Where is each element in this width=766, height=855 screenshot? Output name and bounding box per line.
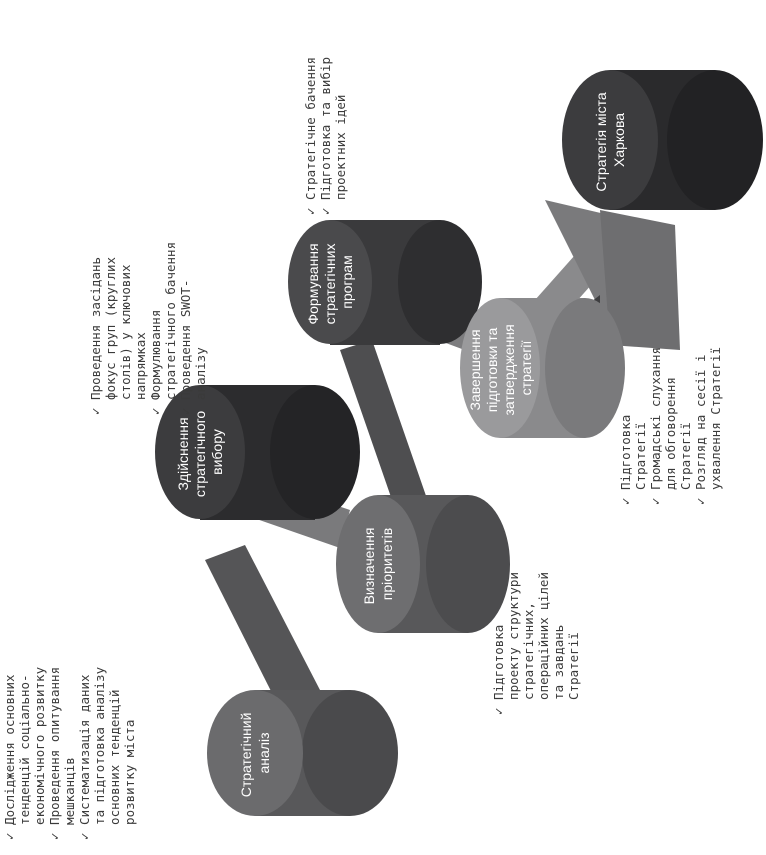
- cylinder-face: [336, 495, 420, 633]
- note-line: мешканців: [62, 757, 77, 840]
- stage-strategic-analysis: Стратегічний аналіз: [207, 690, 398, 816]
- stage-label-line: пріоритетів: [379, 528, 395, 600]
- note-line: ✓ Дослідження основних: [2, 674, 17, 840]
- stage-label-line: Визначення: [361, 527, 377, 604]
- note-line: стратегічного бачення: [163, 242, 178, 415]
- note-line: аналізу: [193, 347, 208, 415]
- note-line: ухвалення Стратегії: [708, 347, 723, 505]
- stage-label: Формування стратегічних програм: [305, 240, 355, 325]
- notes-completion: ✓ Підготовка Стратегії ✓ Громадські слух…: [618, 339, 723, 505]
- note-line: ✓ Проведення SWOT-: [178, 280, 193, 415]
- note-line: ✓ Підготовка та вибір: [318, 57, 333, 215]
- stage-label: Завершення підготовки та затвердження ст…: [467, 320, 534, 415]
- note-line: для обговорення: [663, 377, 678, 505]
- stage-completion: Завершення підготовки та затвердження ст…: [460, 298, 625, 438]
- note-line: стратегічних,: [521, 602, 536, 715]
- note-line: Стратегії: [566, 632, 581, 715]
- note-line: тенденцій соціально-: [17, 674, 32, 840]
- note-line: ✓ Проведення засідань: [88, 257, 103, 415]
- stage-label-line: вибору: [209, 429, 225, 475]
- notes-analysis: ✓ Дослідження основних тенденцій соціаль…: [2, 659, 137, 840]
- cylinder-face: [155, 385, 245, 519]
- stage-label-line: стратегічних: [322, 244, 338, 325]
- stage-label-line: підготовки та: [484, 327, 500, 412]
- note-line: ✓ Систематизація даних: [77, 674, 92, 840]
- note-line: напрямках: [133, 332, 148, 415]
- cylinder-back: [302, 690, 398, 816]
- note-line: операційних цілей: [536, 572, 551, 715]
- note-line: ✓ Формулювання: [148, 310, 163, 415]
- cylinder-face: [207, 690, 303, 816]
- stage-label: Визначення пріоритетів: [361, 524, 395, 605]
- cylinder-back: [426, 495, 510, 633]
- stage-label-line: затвердження: [501, 324, 517, 415]
- cylinder-back: [667, 70, 763, 210]
- cylinder-back: [545, 298, 625, 438]
- stage-label-line: Завершення: [467, 329, 483, 410]
- note-line: фокус груп (круглих: [103, 256, 118, 415]
- stage-programs: Формування стратегічних програм: [288, 220, 482, 345]
- note-line: та підготовка аналізу: [92, 666, 107, 840]
- stage-label-line: Харкова: [611, 113, 627, 167]
- note-line: ✓ Розгляд на сесії і: [693, 354, 708, 505]
- stage-label-line: стратегічного: [192, 411, 208, 498]
- stage-label-line: Здійснення: [175, 417, 191, 490]
- note-line: ✓ Підготовка: [618, 415, 633, 505]
- cylinder-back: [398, 220, 482, 344]
- stage-label-line: програм: [339, 255, 355, 308]
- notes-choice: ✓ Проведення засідань фокус груп (кругли…: [88, 234, 208, 415]
- note-line: ✓ Стратегічне бачення: [303, 57, 318, 215]
- stage-label: Стратегічний аналіз: [238, 709, 272, 798]
- stage-strategic-choice: Здійснення стратегічного вибору: [155, 385, 360, 520]
- cylinder-back: [270, 385, 360, 519]
- stage-label-line: аналіз: [256, 732, 272, 773]
- connector-analysis-to-choice: [205, 545, 320, 705]
- stage-priorities: Визначення пріоритетів: [336, 495, 510, 633]
- note-line: та завдань: [551, 625, 566, 715]
- stage-label-line: Стратегія міста: [593, 92, 609, 192]
- note-line: столів) у ключових: [118, 264, 133, 415]
- note-line: основних тенденцій: [107, 689, 122, 840]
- note-line: ✓ Громадські слухання: [648, 347, 663, 505]
- note-line: ✓ Проведення опитування: [47, 667, 62, 840]
- note-line: Стратегії: [678, 422, 693, 505]
- note-line: ✓ Підготовка: [491, 625, 506, 715]
- cylinder-face: [562, 70, 658, 210]
- notes-programs: ✓ Стратегічне бачення ✓ Підготовка та ви…: [303, 49, 348, 215]
- stage-label-line: стратегії: [518, 340, 534, 395]
- notes-priorities: ✓ Підготовка проекту структури стратегіч…: [491, 564, 581, 715]
- cylinder-face: [288, 220, 372, 344]
- stage-city-strategy: Стратегія міста Харкова: [562, 70, 763, 210]
- note-line: розвитку міста: [122, 720, 137, 840]
- note-line: економічного розвитку: [32, 666, 47, 840]
- note-line: проектних ідей: [333, 95, 348, 215]
- stage-label-line: Стратегічний: [238, 713, 254, 798]
- stage-label-line: Формування: [305, 243, 321, 324]
- note-line: Стратегії: [633, 422, 648, 505]
- stage-label: Стратегія міста Харкова: [593, 88, 627, 191]
- stage-label: Здійснення стратегічного вибору: [175, 407, 225, 497]
- note-line: проекту структури: [506, 572, 521, 715]
- connector-arrow-base: [600, 210, 680, 350]
- cylinder-face: [460, 298, 540, 438]
